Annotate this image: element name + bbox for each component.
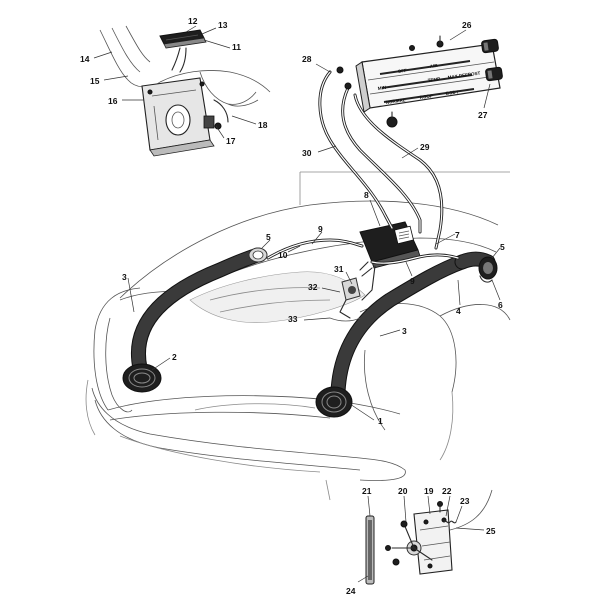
callout-26: 26	[462, 20, 472, 30]
callout-18: 18	[258, 120, 268, 130]
callout-4: 4	[456, 306, 461, 316]
air-intakes	[122, 363, 353, 418]
panel-label-air: AIR	[429, 63, 438, 69]
water-pipes	[266, 238, 460, 301]
callout-16: 16	[108, 96, 118, 106]
control-knob-27	[485, 66, 503, 82]
callout-9-lower: 9	[410, 276, 415, 286]
hose-drop	[361, 265, 376, 301]
panel-label-off: OFF	[397, 68, 407, 74]
right-air-hose	[331, 255, 469, 399]
callout-30: 30	[302, 148, 312, 158]
heater-unit	[359, 221, 421, 269]
plate-mount	[325, 479, 331, 501]
right-wing-top	[439, 304, 511, 321]
valve-cable	[449, 489, 493, 531]
valve-lever	[385, 520, 433, 566]
callout-28: 28	[302, 54, 312, 64]
callout-14: 14	[80, 54, 90, 64]
bonnet-rear-edge	[119, 200, 499, 299]
callout-15: 15	[90, 76, 100, 86]
left-wheel-arch	[105, 317, 133, 413]
dashboard-demister-detail	[99, 25, 271, 157]
control-knob-lever	[409, 35, 444, 51]
callout-33: 33	[288, 314, 298, 324]
demister-nozzle	[159, 29, 207, 49]
grille-top	[194, 403, 316, 411]
callout-5-left: 5	[266, 232, 271, 242]
front-panel-top	[107, 395, 401, 415]
callout-21: 21	[362, 486, 372, 496]
callout-32: 32	[308, 282, 318, 292]
callout-12: 12	[188, 16, 198, 26]
callout-8: 8	[364, 190, 369, 200]
callout-27: 27	[478, 110, 488, 120]
flap-valve-mechanism	[365, 489, 493, 585]
bumper-end-right	[359, 457, 406, 481]
right-blower-outlet	[478, 256, 498, 283]
callout-3-right: 3	[402, 326, 407, 336]
callout-9-upper: 9	[318, 224, 323, 234]
front-panel-mid	[109, 411, 331, 421]
left-headlamp-surround	[93, 329, 109, 411]
callout-19: 19	[424, 486, 434, 496]
bumper-upper	[91, 387, 361, 459]
callout-2: 2	[172, 352, 177, 362]
callout-13: 13	[218, 20, 228, 30]
left-tyre-hint	[85, 379, 96, 436]
engine-bay	[189, 271, 366, 323]
callout-6: 6	[498, 300, 503, 310]
callout-24: 24	[346, 586, 356, 596]
right-headlamp-surround	[364, 349, 386, 431]
callout-10: 10	[278, 250, 288, 260]
panel-label-min: MIN	[377, 85, 386, 91]
right-air-intake	[315, 386, 353, 418]
panel-label-normal: NORMAL	[385, 97, 405, 105]
leader-lines	[93, 25, 501, 583]
callout-29: 29	[420, 142, 430, 152]
callout-labels: 1 2 3 3 4 5 5 6 7 8 9 9 10 11 12 13 14 1…	[80, 16, 505, 596]
left-wing-curve	[94, 287, 141, 331]
engine-bay-line-b	[219, 299, 331, 313]
dash-heater-box	[141, 77, 215, 157]
right-wheel-arch	[439, 391, 454, 461]
callout-7: 7	[455, 230, 460, 240]
dash-arc-mid	[159, 70, 271, 93]
left-heater-inlet	[248, 247, 268, 263]
left-air-hose	[132, 248, 265, 375]
callout-11: 11	[232, 42, 241, 52]
control-panel: OFF AIR TEMP MAX DEFROST MIN NORMAL ROOF…	[336, 35, 503, 128]
panel-label-temp: TEMP	[427, 76, 440, 83]
callout-20: 20	[398, 486, 408, 496]
callout-5-right: 5	[500, 242, 505, 252]
panel-label-roof: ROOF	[419, 93, 433, 100]
water-valve-assembly	[329, 261, 373, 322]
dash-arc-left	[99, 29, 161, 88]
callout-31: 31	[334, 264, 344, 274]
bumper-lower	[94, 399, 361, 471]
control-cables	[318, 70, 444, 250]
car-body	[85, 171, 511, 501]
engine-bay-floor	[189, 271, 366, 323]
valance	[119, 435, 321, 473]
left-air-intake	[122, 363, 162, 393]
dash-flap-valve	[203, 115, 222, 130]
panel-label-max-defrost: MAX DEFROST	[447, 70, 480, 80]
callout-23: 23	[460, 496, 470, 506]
dash-hose-18	[213, 99, 229, 123]
callout-17: 17	[226, 136, 236, 146]
control-knob-26	[481, 38, 499, 54]
callout-22: 22	[442, 486, 452, 496]
callout-25: 25	[486, 526, 496, 536]
panel-label-body: BODY	[445, 89, 459, 96]
valve-spring	[443, 520, 457, 524]
engine-bay-line-a	[209, 287, 321, 301]
callout-3-left: 3	[122, 272, 127, 282]
callout-1: 1	[378, 416, 383, 426]
